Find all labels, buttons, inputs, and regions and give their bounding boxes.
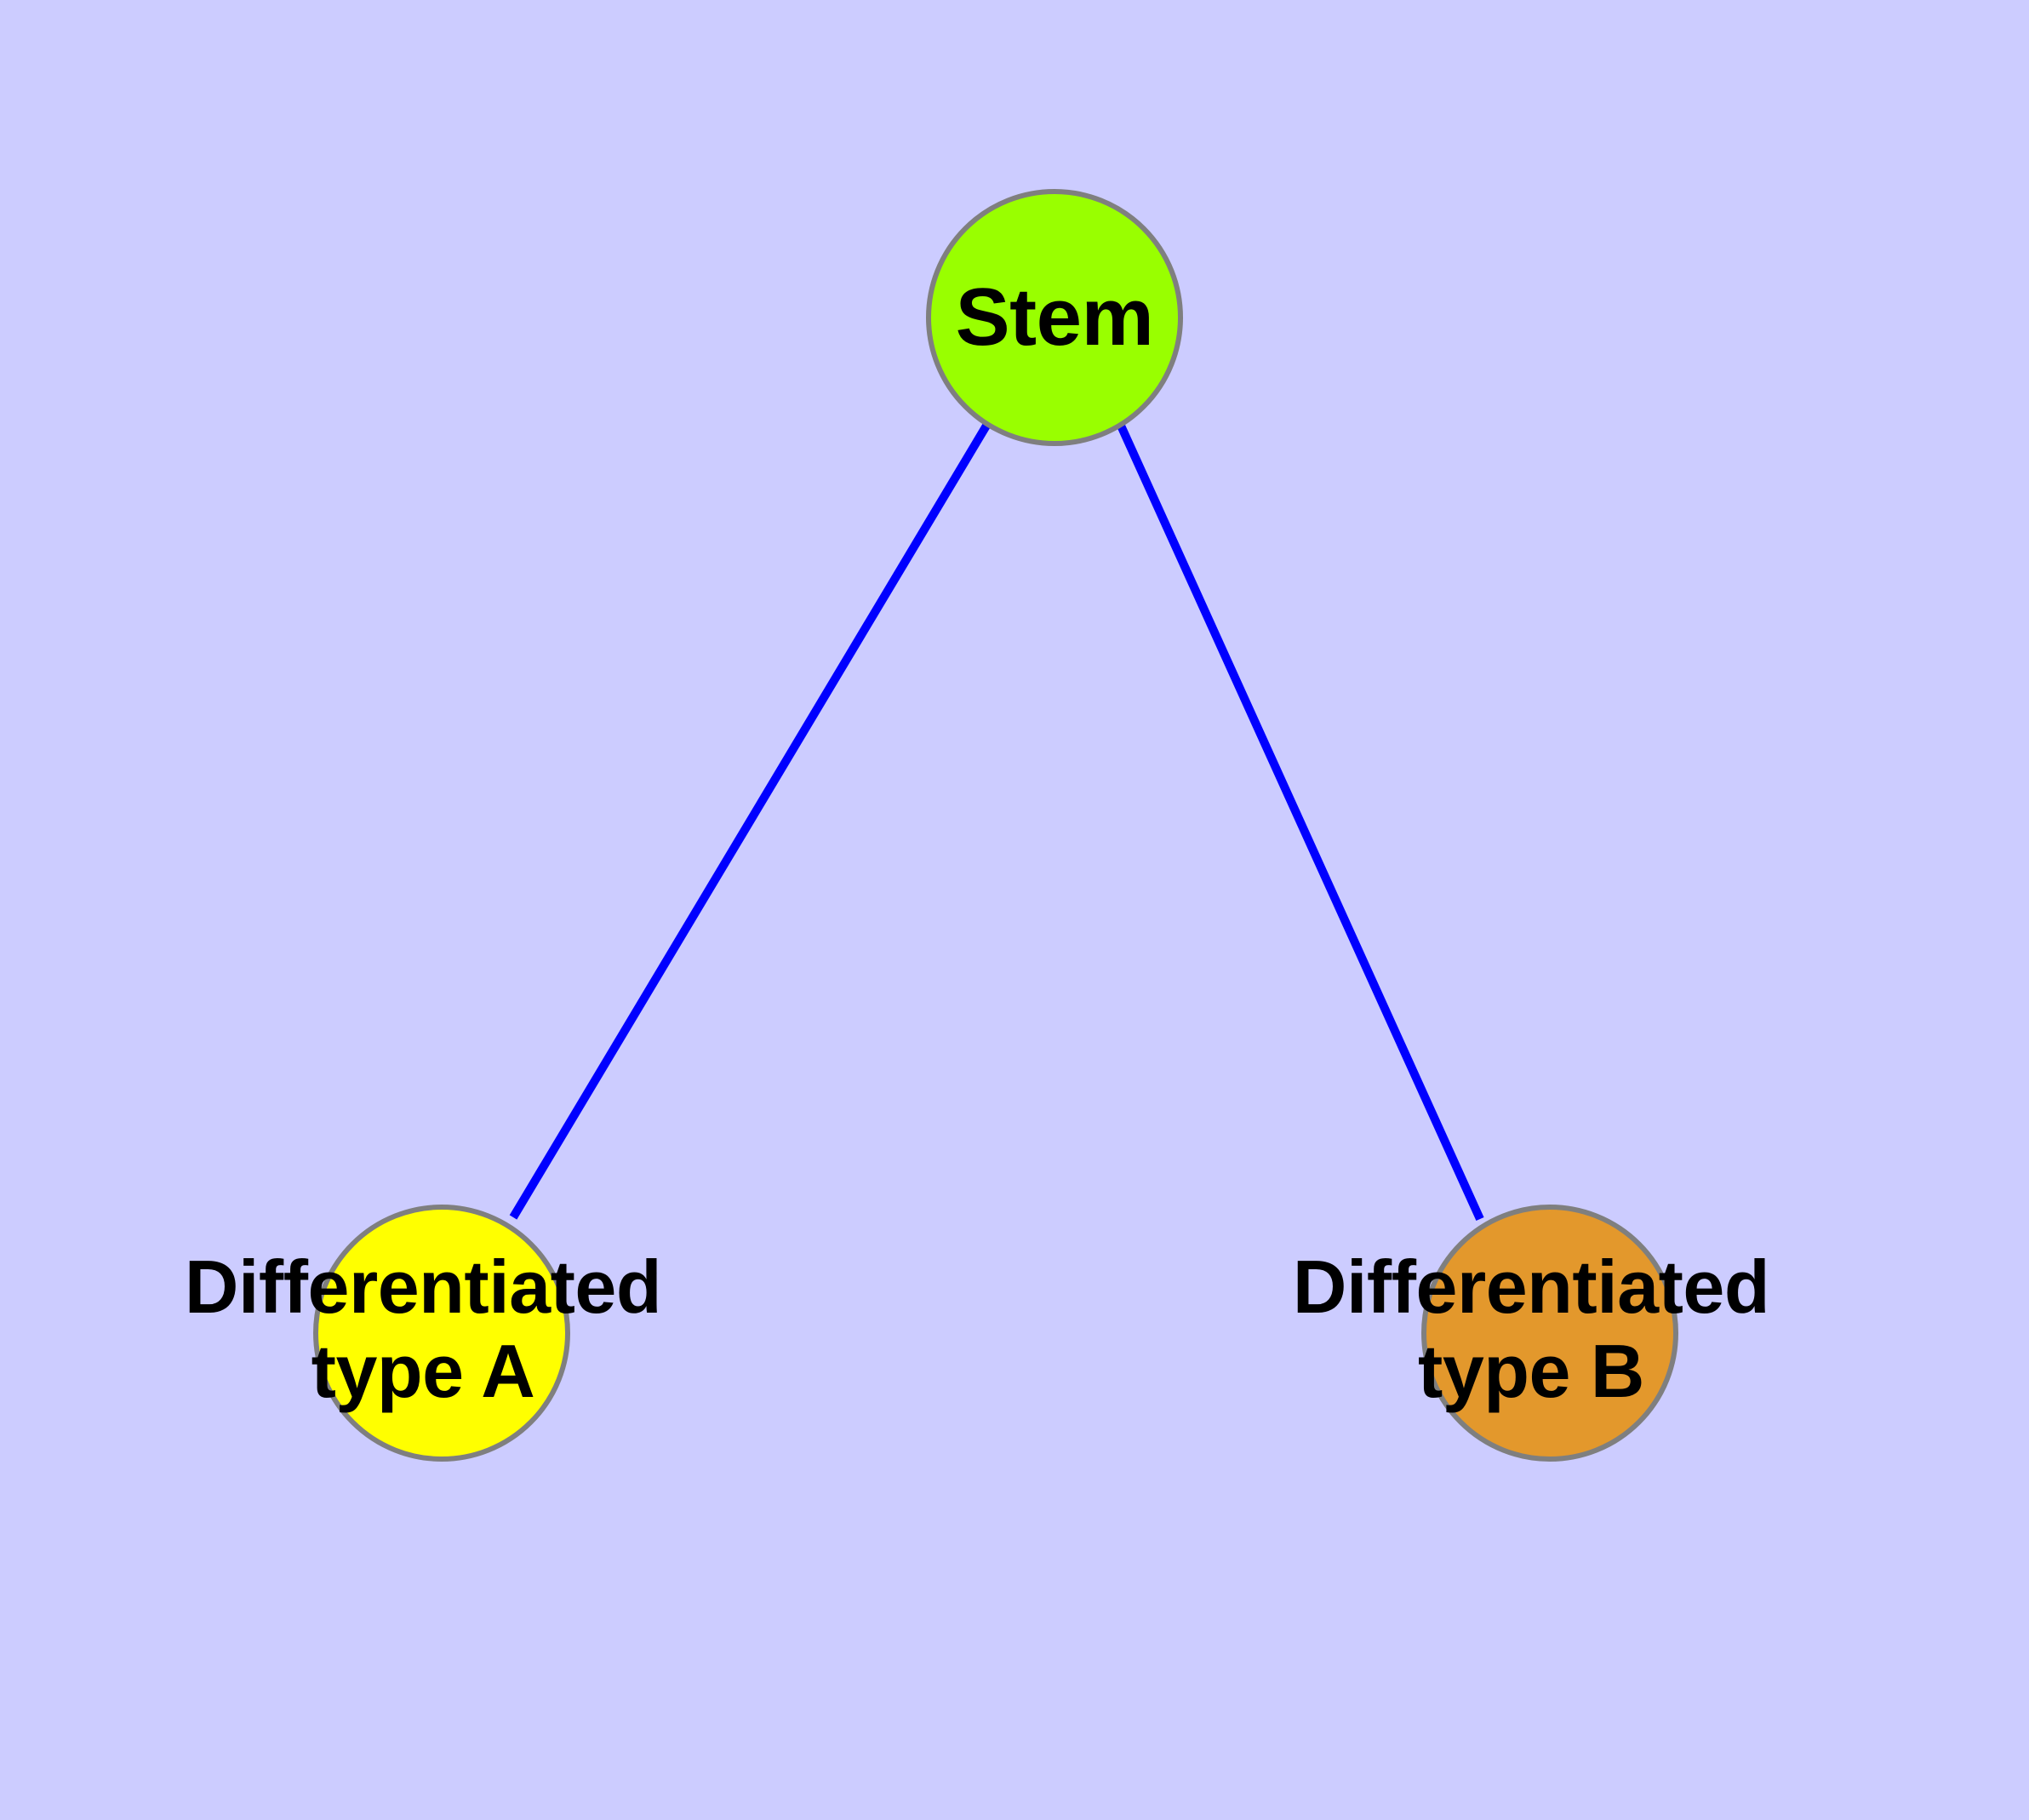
node-stem[interactable] — [926, 189, 1183, 446]
node-diff-type-a[interactable] — [313, 1205, 570, 1462]
edge-stem-to-type-b[interactable] — [1117, 423, 1484, 1222]
node-diff-type-b[interactable] — [1421, 1205, 1678, 1462]
edge-stem-to-type-a[interactable] — [509, 423, 991, 1220]
